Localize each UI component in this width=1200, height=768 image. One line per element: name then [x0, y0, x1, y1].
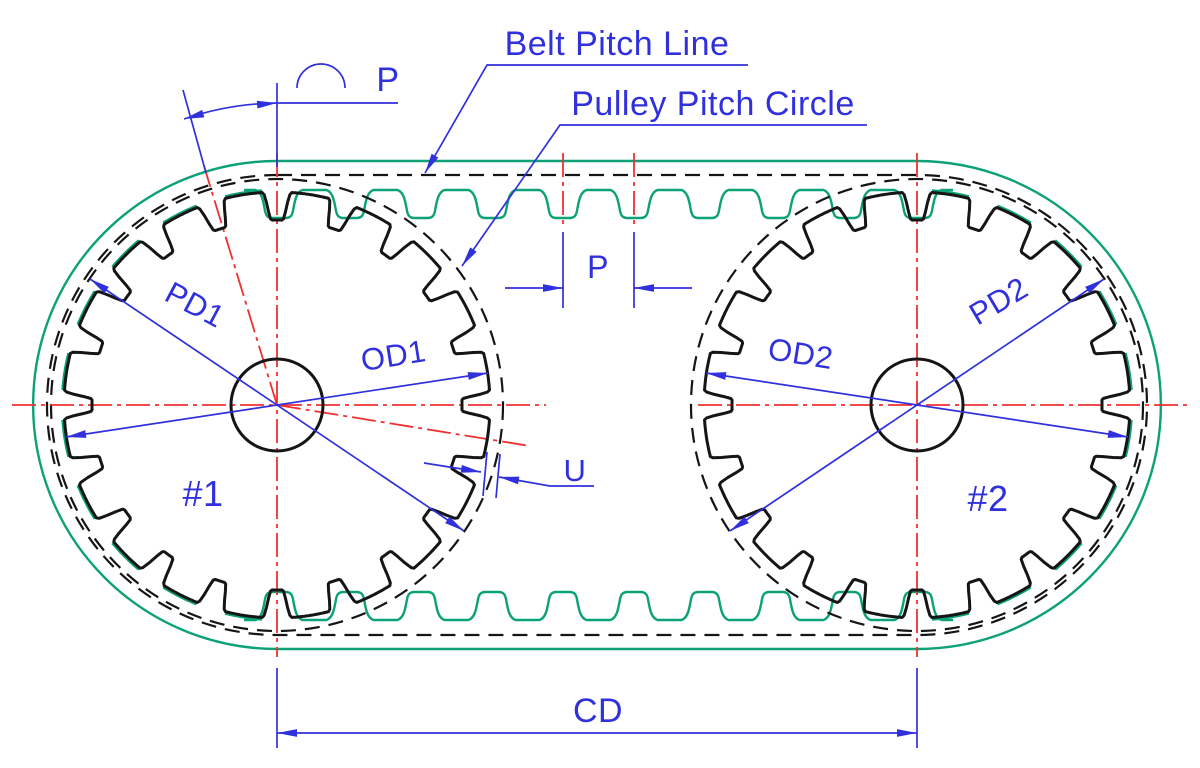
pulley-pitch-circle-label: Pulley Pitch Circle	[571, 85, 854, 123]
belt-pitch-line-dashed	[45, 173, 1149, 637]
dimension-arrowhead	[425, 153, 439, 173]
belt-land-wrap-pulley1	[61, 189, 263, 621]
dimension-arrowhead	[66, 430, 87, 438]
pulley1-bore	[229, 357, 325, 453]
dimension-arrowhead	[460, 465, 481, 473]
pd1-label: PD1	[159, 275, 230, 335]
dimension-arrowhead	[897, 729, 917, 737]
arc-pitch-dimension	[182, 63, 398, 174]
arrowheads	[66, 100, 1128, 737]
cd-label: CD	[573, 692, 623, 730]
pulley1-radial-centerline-upper	[203, 165, 278, 406]
dimension-arrowhead	[90, 279, 109, 294]
pulley2-tooth-outline	[703, 191, 1131, 619]
od1-diameter-line	[65, 372, 489, 438]
pulley2-pitch-circle-dashed	[689, 177, 1145, 633]
dimension-arrowhead	[467, 372, 488, 380]
arc-pitch-label: P	[376, 61, 399, 99]
pulley1-tooth-outline	[63, 191, 491, 619]
u-extension-tick-inner	[495, 453, 501, 499]
dimension-arrowhead	[256, 100, 277, 109]
od2-diameter-line	[705, 372, 1129, 438]
dimension-arrowhead	[543, 284, 563, 292]
pulleys	[63, 191, 1131, 619]
dimension-arrowhead	[462, 247, 477, 266]
dimension-arrowhead	[1085, 279, 1104, 294]
belt-land-wrap-pulley2	[931, 189, 1133, 621]
pulley2-bore	[869, 357, 965, 453]
pulley1-radial-centerline-lower	[276, 404, 531, 447]
u-label: U	[564, 453, 587, 488]
pulley1-number-label: #1	[182, 473, 223, 514]
dimension-arrowhead	[1107, 430, 1128, 438]
pd2-label: PD2	[963, 270, 1034, 332]
belt-teeth-top-run	[244, 188, 953, 220]
dimension-arrowhead	[634, 284, 654, 292]
arc-pitch-dimension-line	[183, 102, 398, 120]
belt-pitch-line-leader	[424, 64, 748, 174]
u-extension-tick-outer	[482, 451, 488, 497]
pulley2-number-label: #2	[967, 478, 1008, 519]
dimension-arrowhead	[184, 109, 205, 119]
centerlines	[12, 153, 1188, 657]
dimension-arrowhead	[499, 476, 520, 485]
belt-pitch-line-label: Belt Pitch Line	[505, 25, 730, 63]
pulley-pitch-circle-leader	[461, 124, 867, 267]
linear-pitch-label: P	[587, 249, 609, 285]
dimension-arrowhead	[277, 729, 297, 737]
od2-label: OD2	[766, 331, 836, 376]
arc-length-symbol	[296, 63, 346, 89]
dimension-arrowhead	[706, 372, 727, 380]
dimension-arrowhead	[730, 516, 749, 531]
arc-pitch-extension-line-left	[182, 89, 207, 174]
dimensions	[65, 63, 1129, 748]
od1-label: OD1	[358, 333, 428, 378]
dimension-arrowhead	[445, 516, 464, 531]
labels: Belt Pitch Line Pulley Pitch Circle P P …	[159, 25, 1034, 730]
belt-teeth-bottom-run	[244, 590, 953, 622]
cd-dimension	[276, 668, 918, 748]
